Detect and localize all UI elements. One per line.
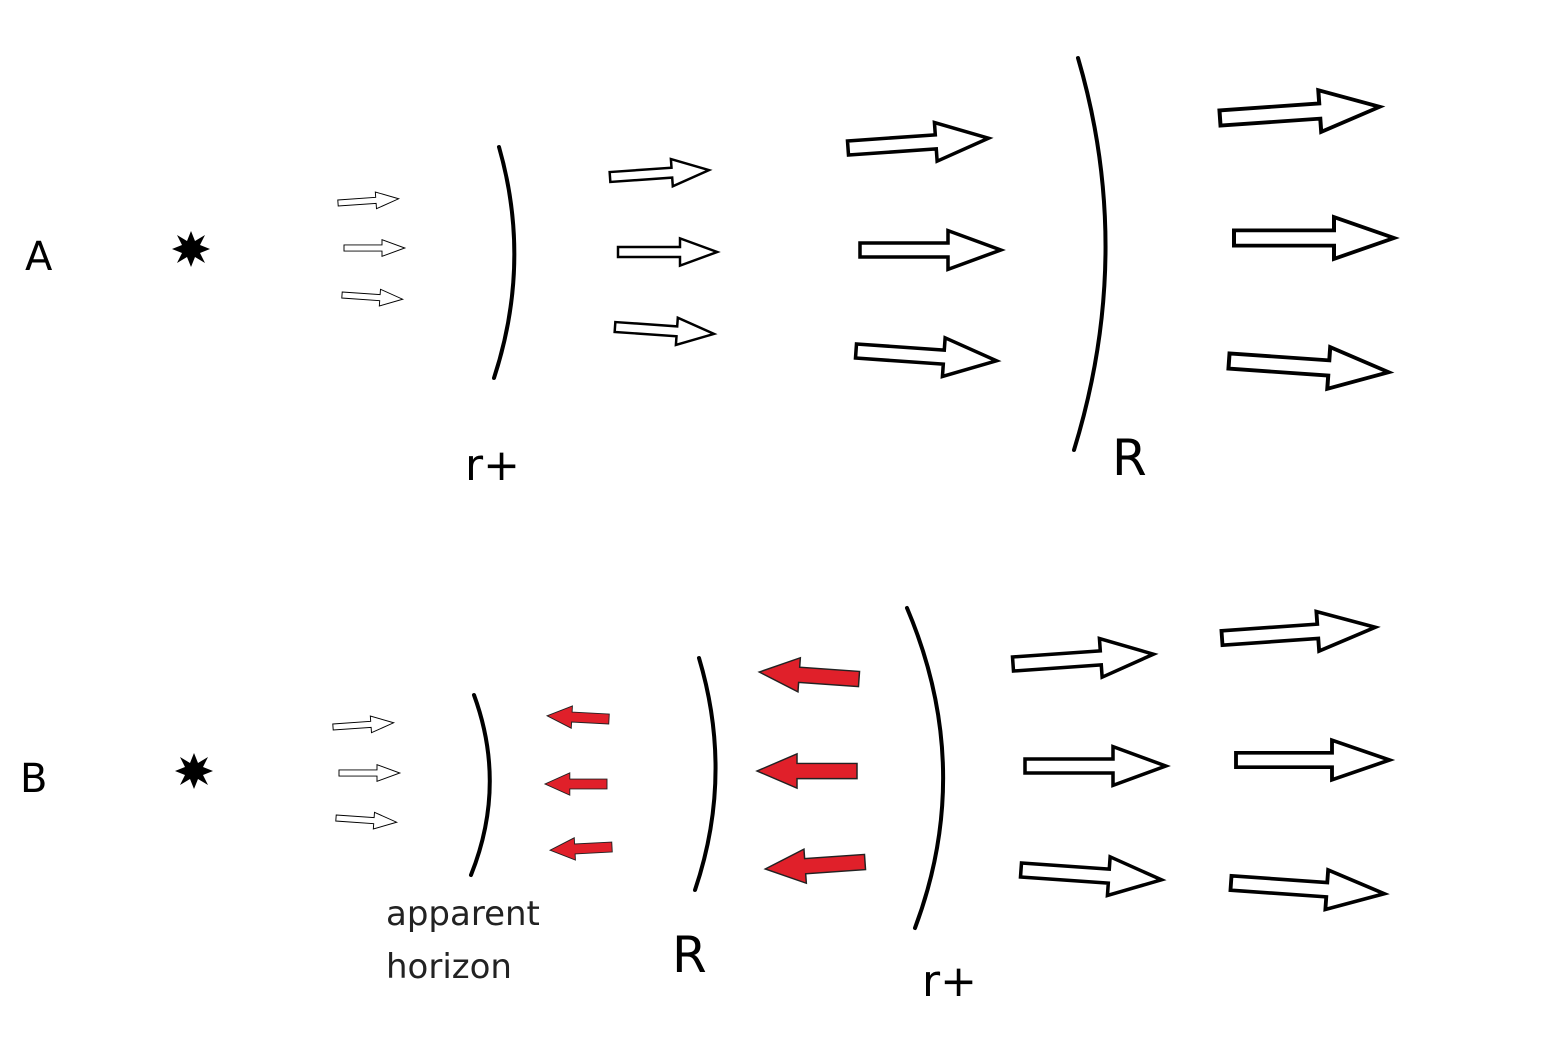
panel-b-large-inward-arrows	[756, 654, 867, 887]
panel-b-small-inward-arrows	[544, 704, 614, 862]
outward-arrow-icon	[1023, 744, 1168, 788]
source-star-icon	[172, 231, 210, 267]
panel-a-large-arrows	[844, 117, 1003, 382]
panel-a-medium-arrows	[607, 155, 719, 349]
outward-arrow-icon	[343, 239, 406, 257]
outward-arrow-icon	[340, 286, 404, 309]
inward-arrow-icon	[544, 772, 608, 796]
panel-a-small-arrows	[336, 189, 406, 309]
panel-b-outer-curve-label: r+	[922, 956, 977, 1007]
outward-arrow-icon	[336, 189, 400, 212]
panel-b-large-arrows	[1218, 605, 1392, 916]
outward-arrow-icon	[1009, 633, 1157, 686]
panel-a-inner-curve-label: r+	[465, 440, 520, 491]
inward-arrow-icon	[549, 835, 614, 862]
panel-a-outer-curve	[1072, 56, 1108, 452]
outward-arrow-icon	[858, 228, 1003, 272]
outward-arrow-icon	[852, 329, 1000, 382]
panel-b-middle-curve-label: R	[672, 926, 707, 984]
outward-arrow-icon	[331, 713, 395, 736]
outward-arrow-icon	[1216, 83, 1384, 141]
outward-arrow-icon	[1225, 338, 1393, 396]
panel-a-inner-curve	[492, 145, 517, 380]
outward-arrow-icon	[844, 117, 992, 170]
outward-arrow-icon	[1234, 738, 1392, 782]
panel-a-outer-curve-label: R	[1112, 429, 1147, 487]
panel-b-middle-curve	[693, 656, 718, 892]
panel-a: A r+ R	[25, 56, 1396, 491]
inward-arrow-icon	[763, 844, 867, 887]
source-star-icon	[175, 753, 213, 789]
outward-arrow-icon	[334, 809, 398, 832]
inward-arrow-icon	[756, 753, 858, 789]
panel-a-label: A	[25, 234, 53, 280]
outward-arrow-icon	[1218, 605, 1379, 660]
outward-arrow-icon	[1232, 215, 1396, 261]
panel-b-label: B	[20, 756, 47, 802]
outward-arrow-icon	[616, 237, 719, 267]
inward-arrow-icon	[757, 654, 861, 697]
panel-a-largest-arrows	[1216, 83, 1396, 396]
outward-arrow-icon	[338, 764, 401, 782]
panel-b-medium-arrows	[1009, 633, 1168, 901]
panel-b-inner-label-line1: apparent	[386, 894, 540, 934]
panel-b-inner-label-line2: horizon	[386, 947, 512, 987]
outward-arrow-icon	[612, 312, 717, 349]
outward-arrow-icon	[607, 155, 712, 192]
panel-b-outer-curve	[905, 606, 946, 930]
panel-b: B apparent horizon R r+	[20, 605, 1392, 1007]
outward-arrow-icon	[1017, 848, 1165, 901]
panel-b-small-arrows	[331, 713, 401, 832]
panel-b-inner-curve	[469, 693, 492, 877]
inward-arrow-icon	[546, 704, 611, 731]
outward-arrow-icon	[1227, 861, 1388, 916]
